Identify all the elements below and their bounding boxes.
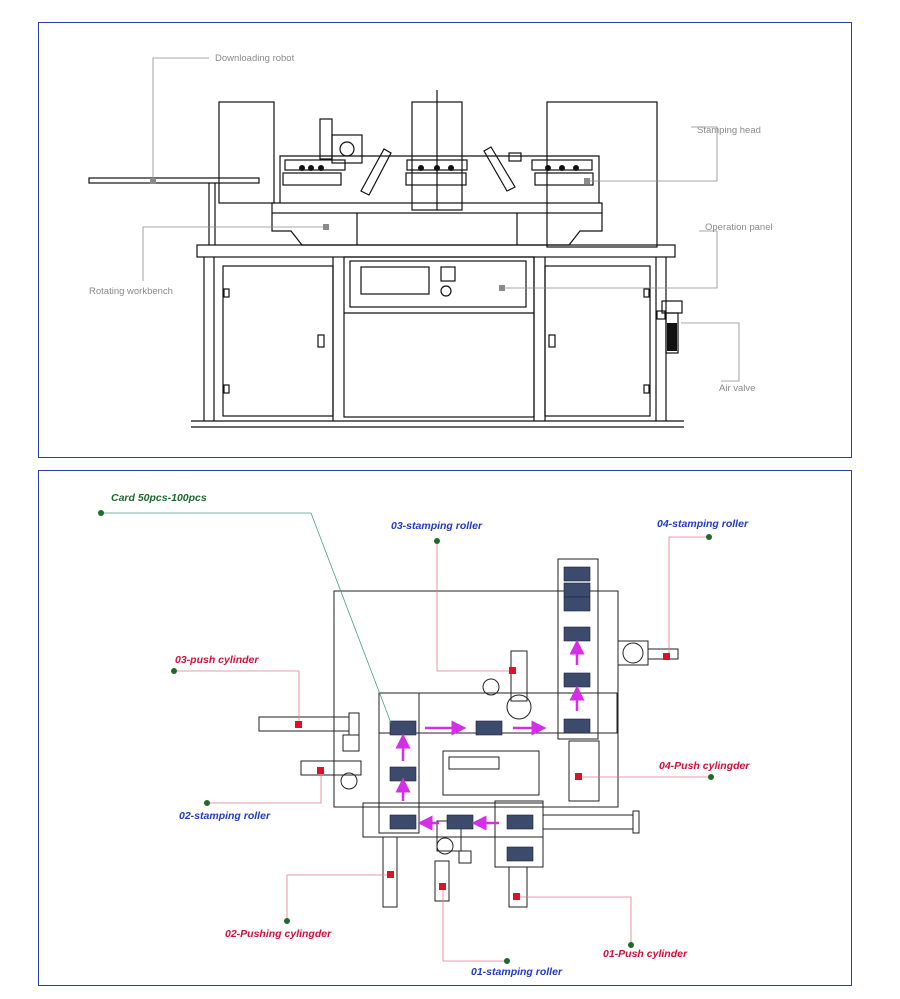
robot-column	[319, 118, 333, 160]
top-view-panel: Card 50pcs-100pcs 03-stamping roller 04-…	[38, 470, 852, 986]
label-push-cylinder-01: 01-Push cylinder	[603, 948, 688, 960]
label-stamping-head: Stamping head	[697, 125, 761, 136]
machine-frame	[333, 590, 619, 808]
label-stamping-roller-01: 01-stamping roller	[471, 966, 563, 978]
label-air-valve: Air valve	[719, 383, 755, 394]
label-card: Card 50pcs-100pcs	[111, 492, 207, 504]
operation-panel-box	[349, 260, 527, 308]
middle-cabinet	[343, 256, 535, 418]
label-push-cylinder-04: 04-Push cylingder	[659, 760, 750, 772]
downloading-robot-bar	[88, 177, 260, 184]
label-push-cylinder-03: 03-push cylinder	[175, 654, 259, 666]
top-view-drawing: Card 50pcs-100pcs 03-stamping roller 04-…	[98, 492, 750, 978]
label-operation-panel: Operation panel	[705, 222, 773, 233]
left-cabinet	[222, 265, 334, 417]
right-cabinet	[544, 265, 651, 417]
label-stamping-roller-02: 02-stamping roller	[179, 810, 271, 822]
front-view-drawing: Downloading robot Stamping head Operatio…	[88, 53, 773, 428]
front-view-panel: Downloading robot Stamping head Operatio…	[38, 22, 852, 458]
operation-panel-screen	[360, 266, 430, 295]
label-rotating-workbench: Rotating workbench	[89, 286, 173, 297]
right-conveyor	[557, 558, 599, 740]
label-stamping-roller-04: 04-stamping roller	[657, 518, 749, 530]
label-downloading-robot: Downloading robot	[215, 53, 295, 64]
label-stamping-roller-03: 03-stamping roller	[391, 520, 483, 532]
control-display	[442, 750, 540, 796]
label-pushing-cylinder-02: 02-Pushing cylingder	[225, 928, 332, 940]
air-valve-body	[665, 312, 679, 354]
